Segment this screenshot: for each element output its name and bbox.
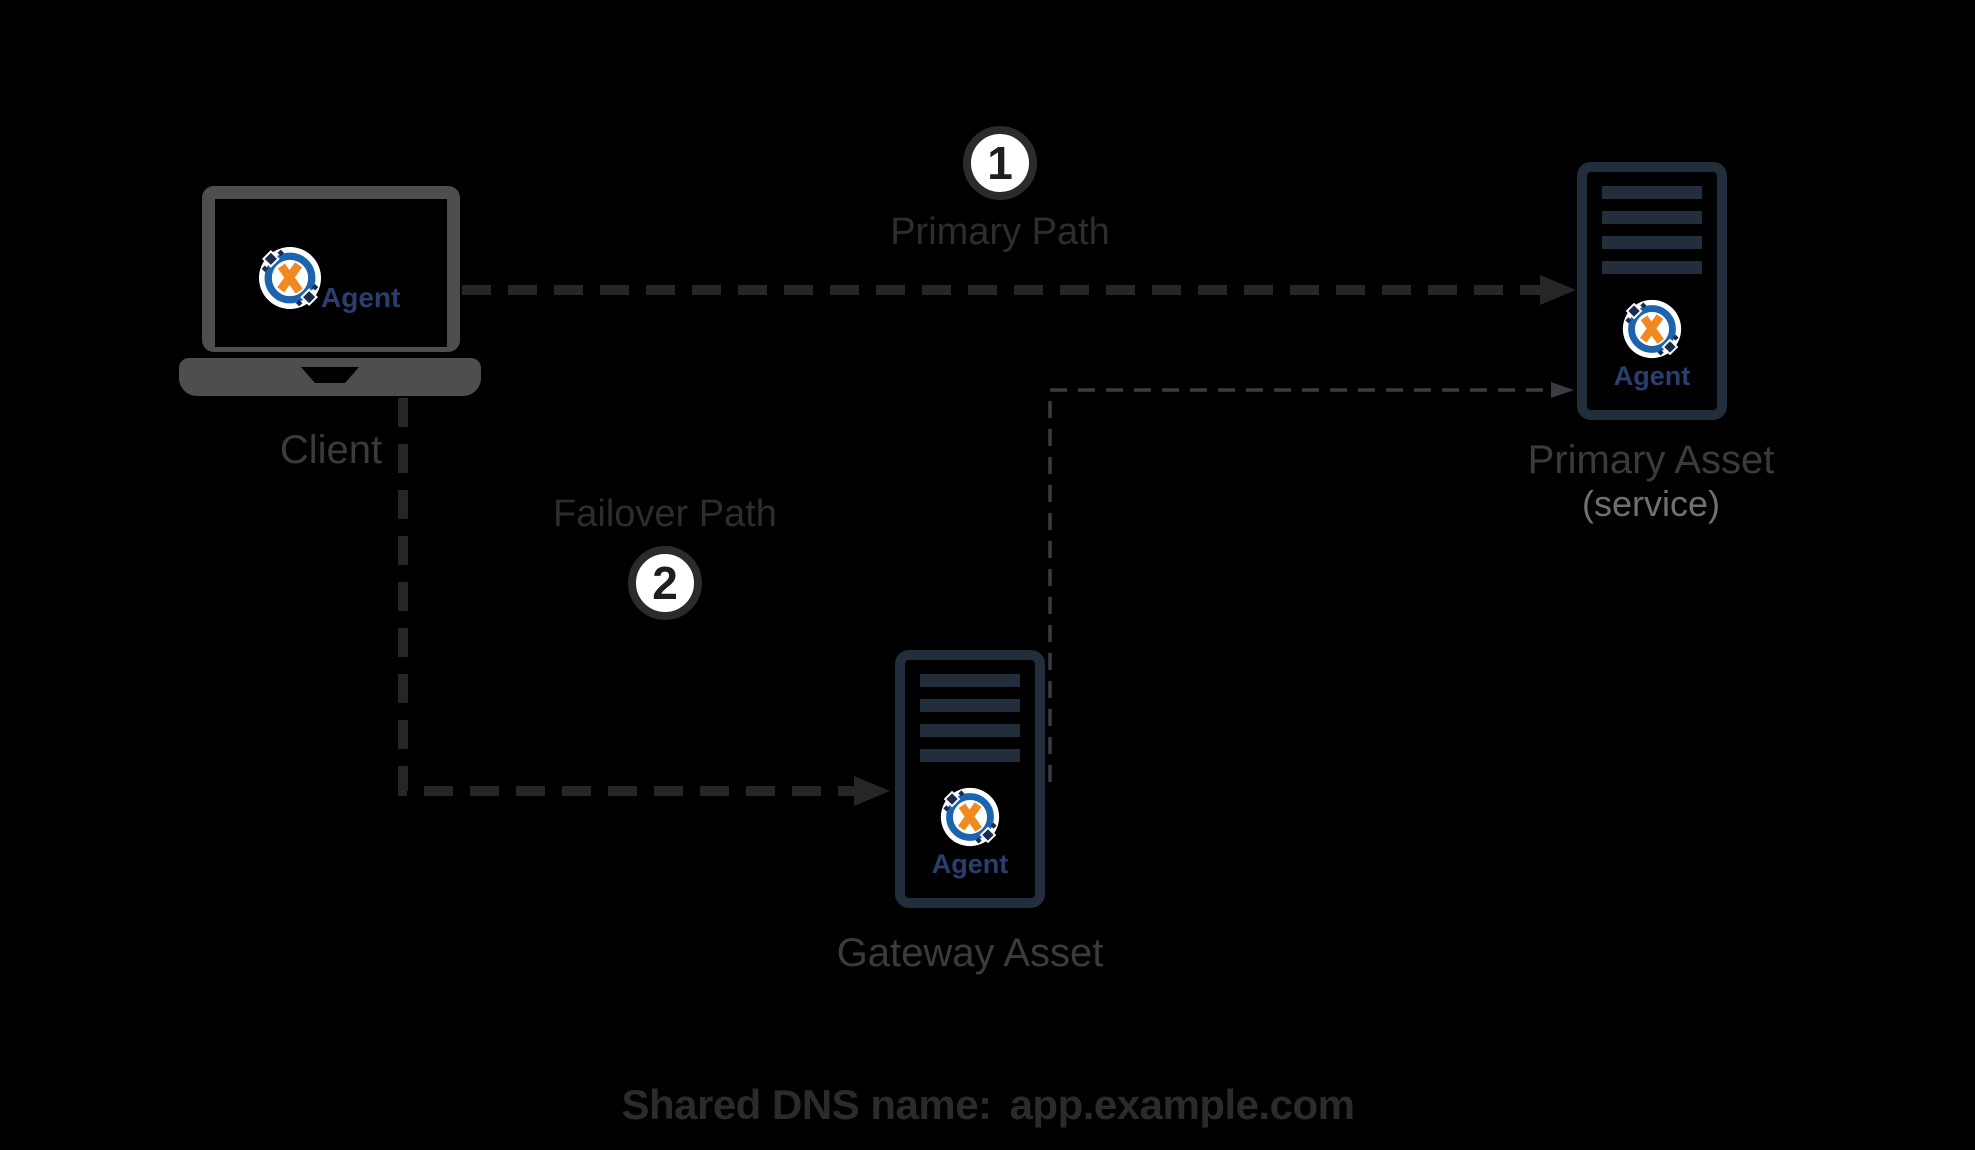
server-slot <box>1602 261 1702 274</box>
agent-logo-icon <box>257 245 323 311</box>
primary-asset-label: Primary Asset (service) <box>1501 438 1801 526</box>
gateway-agent-label: Agent <box>931 849 1009 879</box>
step-1-number: 1 <box>987 137 1013 189</box>
client-label: Client <box>279 428 383 472</box>
server-slot <box>1602 236 1702 249</box>
laptop-screen <box>202 186 460 352</box>
primary-path-label: Primary Path <box>890 211 1110 253</box>
shared-dns-note: Shared DNS name: app.example.com <box>488 1081 1488 1129</box>
dns-value: app.example.com <box>1009 1081 1355 1128</box>
step-2-badge: 2 <box>628 546 702 620</box>
step-2-number: 2 <box>652 557 678 609</box>
primary-asset-label-line: Primary Asset <box>1527 438 1775 482</box>
server-slot <box>1602 186 1702 199</box>
gateway-to-primary-arrowhead <box>1551 382 1574 398</box>
server-slot <box>920 674 1020 687</box>
client-node: Agent <box>179 186 481 396</box>
primary-agent-label: Agent <box>1613 361 1691 391</box>
failover-path-arrowhead <box>854 776 890 806</box>
gateway-asset-node: Agent <box>895 650 1045 908</box>
server-slot <box>920 699 1020 712</box>
laptop-notch <box>301 367 359 383</box>
primary-asset-node: Agent <box>1577 162 1727 420</box>
server-slot <box>920 724 1020 737</box>
agent-logo-icon <box>1621 298 1683 360</box>
agent-logo-icon <box>939 786 1001 848</box>
gateway-to-primary-line <box>1048 388 1551 782</box>
client-agent-label: Agent <box>321 282 401 313</box>
failover-path-label: Failover Path <box>553 493 777 535</box>
laptop-display <box>215 199 447 347</box>
gateway-asset-label: Gateway Asset <box>836 931 1104 975</box>
laptop-base <box>179 358 481 396</box>
primary-path-arrowhead <box>1540 275 1576 305</box>
failover-path-line <box>398 398 854 796</box>
server-slot <box>920 749 1020 762</box>
dns-label: Shared DNS name: <box>621 1081 992 1128</box>
server-slot <box>1602 211 1702 224</box>
primary-asset-sublabel: (service) <box>1581 483 1720 524</box>
step-1-badge: 1 <box>963 126 1037 200</box>
